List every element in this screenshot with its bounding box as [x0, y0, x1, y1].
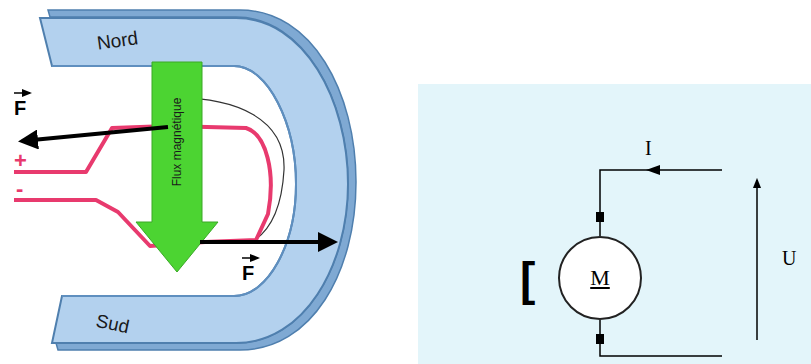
node-text: Flux magnétique [170, 98, 184, 187]
flux-box: Flux magnétique [152, 64, 202, 220]
current-label: I [645, 138, 652, 158]
vector-arrow [242, 257, 258, 259]
terminal [596, 334, 604, 344]
motor-circle: M [558, 236, 642, 320]
force-label: F [242, 263, 254, 283]
force-label: F [14, 98, 26, 118]
pole-label-box: Nord [78, 24, 158, 58]
wire [600, 170, 722, 236]
terminal-sign: + [14, 150, 27, 172]
force-arrow [22, 127, 168, 141]
pole-label-box: Sud [78, 308, 148, 340]
panel-background [418, 84, 811, 364]
bracket: [ [520, 256, 535, 302]
horseshoe-magnet [40, 18, 348, 343]
motor-letter: M [590, 265, 610, 291]
vector-arrow [14, 92, 30, 94]
node-text: Sud [94, 310, 131, 338]
terminal [596, 212, 604, 222]
node-text: Nord [96, 27, 140, 55]
terminal-sign: - [16, 178, 23, 200]
voltage-arrow [756, 180, 758, 340]
force-arrow [200, 240, 334, 244]
wire [600, 320, 722, 356]
voltage-label: U [782, 248, 796, 268]
current-arrow [646, 165, 660, 175]
